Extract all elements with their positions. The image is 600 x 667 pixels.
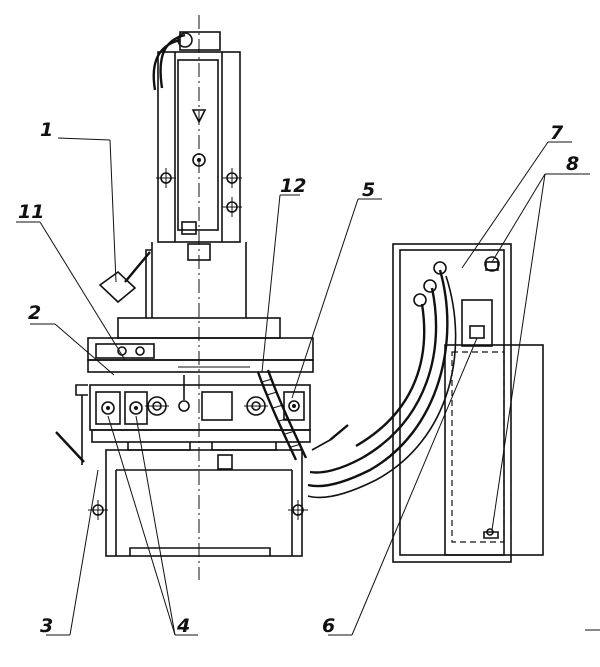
coolant-hose [256,369,308,461]
control-cabinet [392,243,544,563]
callout-7: 7 [550,122,564,144]
callout-12: 12 [280,175,306,197]
machine-table [55,337,349,465]
callout-11: 11 [18,201,44,223]
callout-6: 6 [322,615,335,637]
callout-2: 2 [28,302,41,324]
cable-bundle [307,269,457,499]
leader-lines [16,137,600,636]
machine-base [88,449,308,557]
callout-3: 3 [40,615,53,637]
callout-8: 8 [566,153,579,175]
callout-5: 5 [362,179,375,201]
lever [98,251,151,304]
callout-1: 1 [40,119,53,141]
callout-4: 4 [176,615,190,637]
